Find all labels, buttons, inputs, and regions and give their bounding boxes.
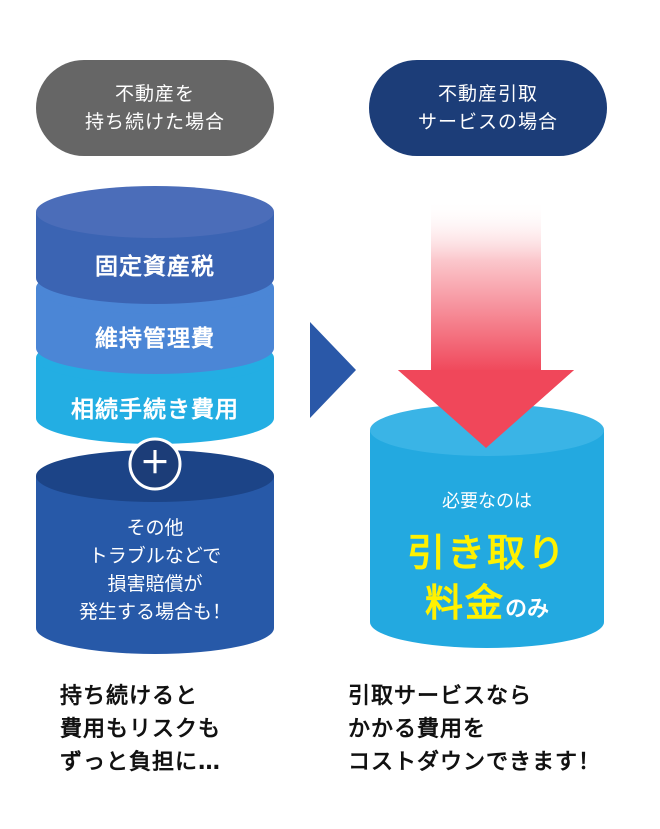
- cost-layer-label-2: 維持管理費: [95, 326, 215, 352]
- fee-suffix: のみ: [505, 597, 550, 622]
- fee-cylinder: [370, 370, 604, 648]
- caption-right: 引取サービスなら かかる費用を コストダウンできます！: [348, 680, 601, 779]
- fee-highlight-line2-row: 料金のみ: [367, 572, 607, 627]
- plus-circle: [128, 437, 182, 491]
- caption-left-line3: ずっと負担に…: [60, 750, 222, 775]
- cost-layer-1-top: [36, 186, 274, 238]
- caption-left-line2: 費用もリスクも: [60, 717, 222, 742]
- fee-intro-text: 必要なのは: [442, 491, 532, 512]
- other-costs-text: その他 トラブルなどで 損害賠償が 発生する場合も！: [36, 514, 274, 626]
- cost-layer-1: [36, 212, 274, 304]
- caption-right-line2: かかる費用を: [348, 717, 487, 742]
- right-scenario-line2: サービスの場合: [417, 111, 558, 133]
- right-arrow-icon: [310, 322, 356, 418]
- plus-icon: ＋: [140, 446, 170, 481]
- right-scenario-line1: 不動産引取: [437, 83, 538, 105]
- fee-highlight-line1: 引き取り: [406, 531, 567, 575]
- fee-highlight-line2: 料金: [424, 581, 505, 625]
- left-scenario-line1: 不動産を: [114, 83, 195, 105]
- other-costs-line1: その他: [126, 517, 184, 539]
- other-costs-line4: 発生する場合も！: [78, 601, 231, 623]
- other-costs-line2: トラブルなどで: [88, 545, 222, 567]
- left-scenario-line2: 持ち続けた場合: [84, 111, 225, 133]
- caption-right-line3: コストダウンできます！: [348, 750, 602, 775]
- cost-layer-label-3: 相続手続き費用: [71, 397, 239, 423]
- other-costs-line3: 損害賠償が: [107, 573, 203, 595]
- cost-cylinder: [36, 186, 274, 444]
- right-scenario-label: 不動産引取 サービスの場合: [369, 60, 607, 156]
- caption-left: 持ち続けると 費用もリスクも ずっと負担に…: [60, 680, 221, 779]
- left-scenario-label: 不動産を 持ち続けた場合: [36, 60, 274, 156]
- caption-right-line1: 引取サービスなら: [348, 684, 533, 709]
- cost-layer-label-1: 固定資産税: [95, 254, 215, 280]
- caption-left-line1: 持ち続けると: [60, 684, 199, 709]
